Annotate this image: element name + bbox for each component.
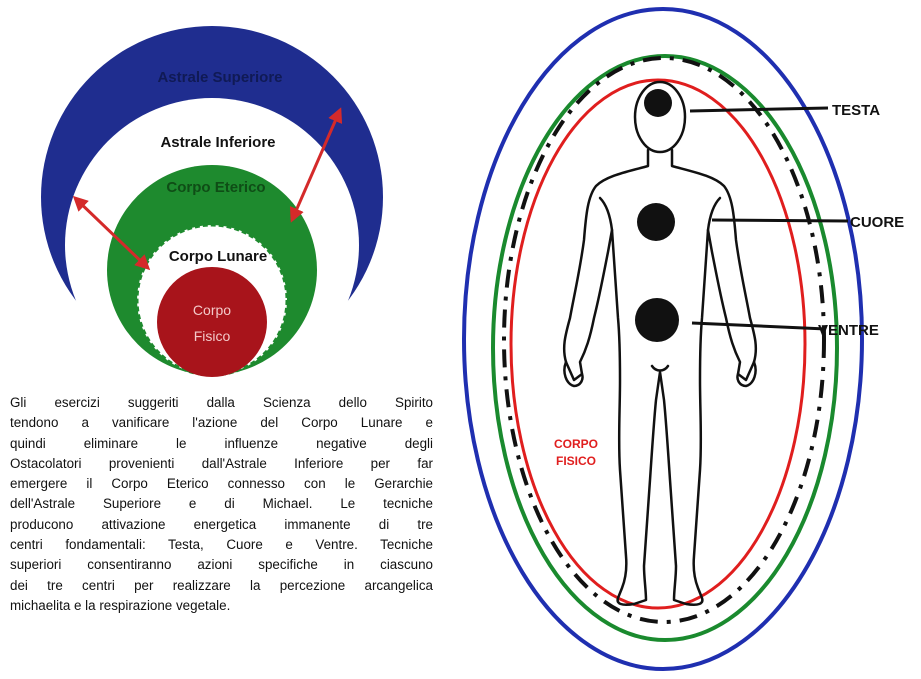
label-cuore: CUORE	[850, 214, 904, 231]
aura-middle-ring	[493, 56, 837, 640]
description-line: Ostacolatori provenienti dall'Astrale In…	[10, 454, 433, 474]
label-corpo-fisico-line2: Fisico	[194, 328, 231, 344]
description-line: superiori consentiranno azioni specifich…	[10, 555, 433, 575]
figure-groin	[652, 366, 668, 371]
description-line: dell'Astrale Superiore e di Michael. Le …	[10, 494, 433, 514]
human-figure	[564, 82, 756, 605]
label-corpo-fisico-line1: Corpo	[193, 302, 231, 318]
description-line: tendono a vanificare l'azione del Corpo …	[10, 413, 433, 433]
right-aura-diagram: TESTA CUORE VENTRE CORPO FISICO	[464, 9, 904, 669]
label-corpo-fisico-right-line1: CORPO	[554, 437, 598, 451]
description-line: producono attivazione energetica immanen…	[10, 515, 433, 535]
label-corpo-eterico: Corpo Eterico	[166, 179, 265, 196]
label-astrale-superiore: Astrale Superiore	[157, 69, 282, 86]
description-line: Gli esercizi suggeriti dalla Scienza del…	[10, 393, 433, 413]
label-corpo-fisico-right-line2: FISICO	[556, 454, 596, 468]
figure-right-arm-inner	[708, 198, 720, 230]
label-testa: TESTA	[832, 102, 880, 119]
description-line: centri fondamentali: Testa, Cuore e Vent…	[10, 535, 433, 555]
label-corpo-lunare: Corpo Lunare	[169, 248, 267, 265]
label-ventre: VENTRE	[818, 322, 879, 339]
leader-line-cuore	[712, 220, 848, 221]
label-astrale-inferiore: Astrale Inferiore	[160, 134, 275, 151]
corpo-fisico-circle	[157, 267, 267, 377]
left-nested-bodies-diagram: Astrale Superiore Astrale Inferiore Corp…	[41, 26, 383, 392]
figure-left-arm-inner	[600, 198, 612, 230]
center-ventre-dot	[635, 298, 679, 342]
description-line: emergere il Corpo Eterico connesso con l…	[10, 474, 433, 494]
description-line: quindi eliminare le influenze negative d…	[10, 434, 433, 454]
description-paragraph: Gli esercizi suggeriti dalla Scienza del…	[10, 393, 433, 616]
description-line: michaelita e la respirazione vegetale.	[10, 596, 433, 616]
description-line: dei tre centri per realizzare la percezi…	[10, 576, 433, 596]
center-cuore-dot	[637, 203, 675, 241]
aura-inner-ring	[511, 80, 805, 608]
center-testa-dot	[644, 89, 672, 117]
